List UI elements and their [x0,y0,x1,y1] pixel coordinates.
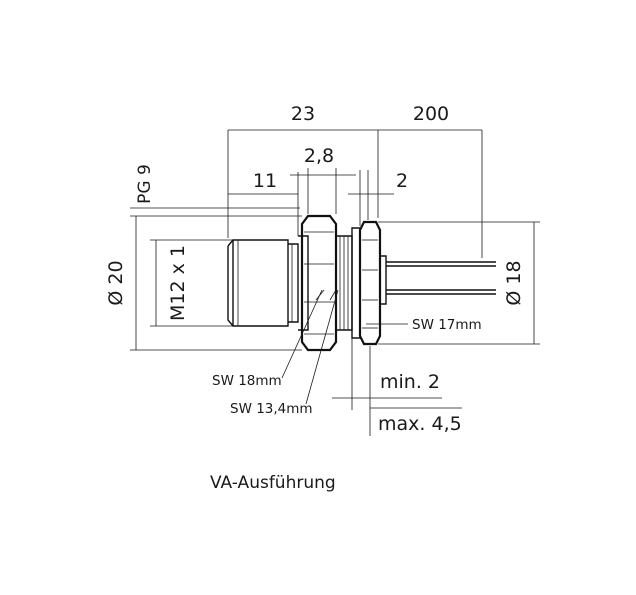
label-sw13-4: SW 13,4mm [230,401,313,417]
dimension-2-8: 2,8 [304,145,334,167]
dimension-diameter-20: Ø 20 [105,260,127,305]
dimension-11: 11 [253,170,277,192]
label-sw18: SW 18mm [212,373,282,389]
dimension-lines [130,129,540,436]
label-pg9: PG 9 [135,164,155,204]
label-min2: min. 2 [380,371,440,393]
connector-body [227,214,496,352]
dimension-23: 23 [291,103,315,125]
dimension-200: 200 [413,103,449,125]
dimension-m12: M12 x 1 [167,245,189,321]
dimension-2: 2 [396,170,408,192]
dimension-diameter-18: Ø 18 [503,260,525,305]
label-max4-5: max. 4,5 [378,413,462,435]
drawing-caption: VA-Ausführung [210,473,336,493]
label-sw17: SW 17mm [412,317,482,333]
